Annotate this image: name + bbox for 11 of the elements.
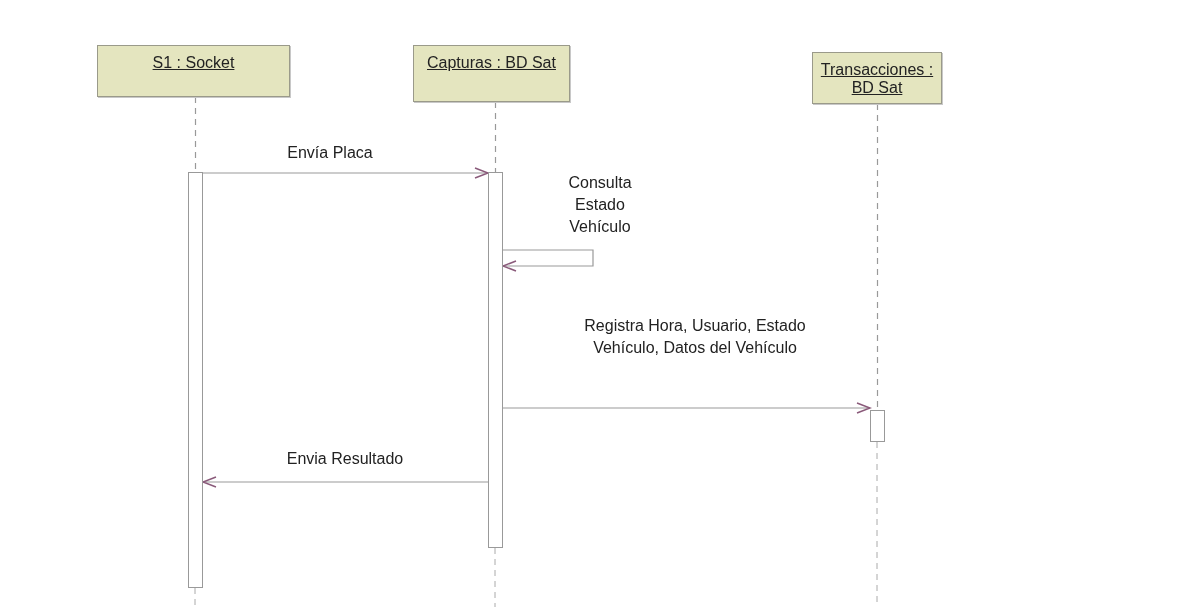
message-arrow [202, 167, 489, 179]
lifeline [494, 101, 497, 173]
lifeline-header: Transacciones : BD Sat [812, 52, 942, 104]
activation-bar [870, 410, 885, 442]
lifeline-header: S1 : Socket [97, 45, 290, 97]
message-arrow [502, 402, 871, 414]
message-arrow [202, 476, 489, 488]
self-message-arrow [502, 249, 594, 272]
activation-bar [488, 172, 503, 548]
activation-bar [188, 172, 203, 588]
lifeline-header: Capturas : BD Sat [413, 45, 570, 102]
